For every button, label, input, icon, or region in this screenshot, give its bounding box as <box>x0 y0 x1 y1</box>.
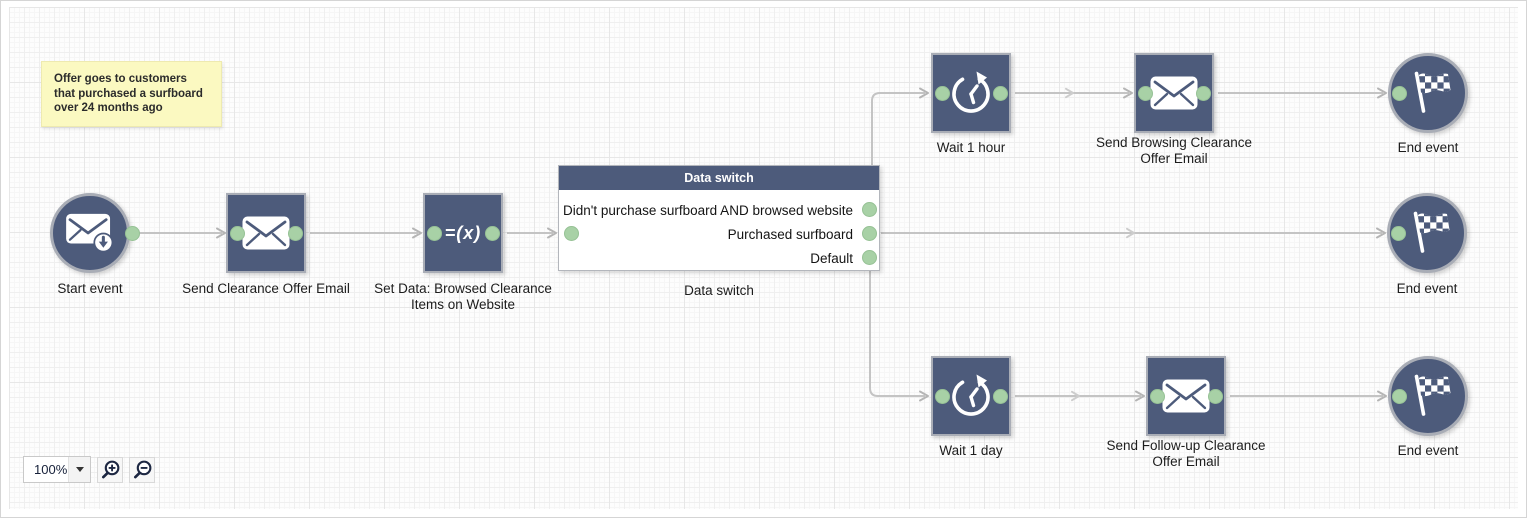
data-switch-header: Data switch <box>559 166 879 190</box>
branch-label: Default <box>810 250 853 266</box>
node-start-event[interactable] <box>50 193 130 273</box>
port-dot[interactable] <box>861 201 877 217</box>
port-dot[interactable] <box>563 225 579 241</box>
branch-label: Purchased surfboard <box>727 226 853 242</box>
branch-label: Didn't purchase surfboard AND browsed we… <box>563 202 853 218</box>
wait-clock-icon <box>945 370 997 422</box>
node-label: Set Data: Browsed Clearance Items on Web… <box>374 281 552 312</box>
set-data-icon: =(x) <box>444 222 482 243</box>
port-dot[interactable] <box>1391 85 1407 101</box>
node-data-switch[interactable]: Data switch Didn't purchase surfboard AN… <box>558 165 880 271</box>
sticky-note-text: Offer goes to customers that purchased a… <box>54 73 203 114</box>
node-label: Send Clearance Offer Email <box>182 281 350 296</box>
port-dot[interactable] <box>1195 85 1211 101</box>
switch-branch-row[interactable]: Purchased surfboard <box>559 222 879 246</box>
node-label: Send Browsing Clearance Offer Email <box>1095 135 1253 166</box>
port-dot[interactable] <box>861 249 877 265</box>
port-dot[interactable] <box>1137 85 1153 101</box>
wait-clock-icon <box>945 67 997 119</box>
port-dot[interactable] <box>934 388 950 404</box>
mail-icon <box>241 215 291 251</box>
zoom-in-button[interactable] <box>97 456 123 483</box>
port-dot[interactable] <box>426 225 442 241</box>
port-dot[interactable] <box>934 85 950 101</box>
node-label: Data switch <box>684 283 754 298</box>
node-label: End event <box>1396 281 1458 296</box>
port-dot[interactable] <box>992 85 1008 101</box>
port-dot[interactable] <box>1149 388 1165 404</box>
mail-download-icon <box>64 212 116 254</box>
node-label: End event <box>1397 443 1459 458</box>
sticky-note[interactable]: Offer goes to customers that purchased a… <box>41 61 222 127</box>
switch-branch-row[interactable]: Didn't purchase surfboard AND browsed we… <box>559 198 879 222</box>
node-label: Wait 1 hour <box>936 140 1006 155</box>
finish-flag-icon <box>1402 67 1454 119</box>
zoom-in-icon <box>100 459 121 480</box>
node-end-event-middle[interactable] <box>1387 193 1467 273</box>
mail-icon <box>1161 378 1211 414</box>
finish-flag-icon <box>1402 370 1454 422</box>
zoom-level-value: 100% <box>34 462 68 477</box>
dropdown-caret <box>68 457 90 482</box>
zoom-level-dropdown[interactable]: 100% <box>23 456 91 483</box>
port-dot[interactable] <box>287 225 303 241</box>
finish-flag-icon <box>1401 207 1453 259</box>
zoom-out-button[interactable] <box>129 456 155 483</box>
zoom-toolbar: 100% <box>23 456 155 483</box>
mail-icon <box>1149 75 1199 111</box>
node-label: Send Follow-up Clearance Offer Email <box>1106 438 1266 469</box>
node-label: Wait 1 day <box>939 443 1003 458</box>
port-dot[interactable] <box>484 225 500 241</box>
port-dot[interactable] <box>1390 225 1406 241</box>
port-dot[interactable] <box>1391 388 1407 404</box>
port-dot[interactable] <box>992 388 1008 404</box>
port-dot[interactable] <box>861 225 877 241</box>
zoom-out-icon <box>132 459 153 480</box>
port-dot[interactable] <box>229 225 245 241</box>
node-end-event-bottom[interactable] <box>1388 356 1468 436</box>
switch-branch-row[interactable]: Default <box>559 246 879 270</box>
node-label: Start event <box>57 281 123 296</box>
port-dot[interactable] <box>1207 388 1223 404</box>
port-dot[interactable] <box>124 225 140 241</box>
node-label: End event <box>1397 140 1459 155</box>
